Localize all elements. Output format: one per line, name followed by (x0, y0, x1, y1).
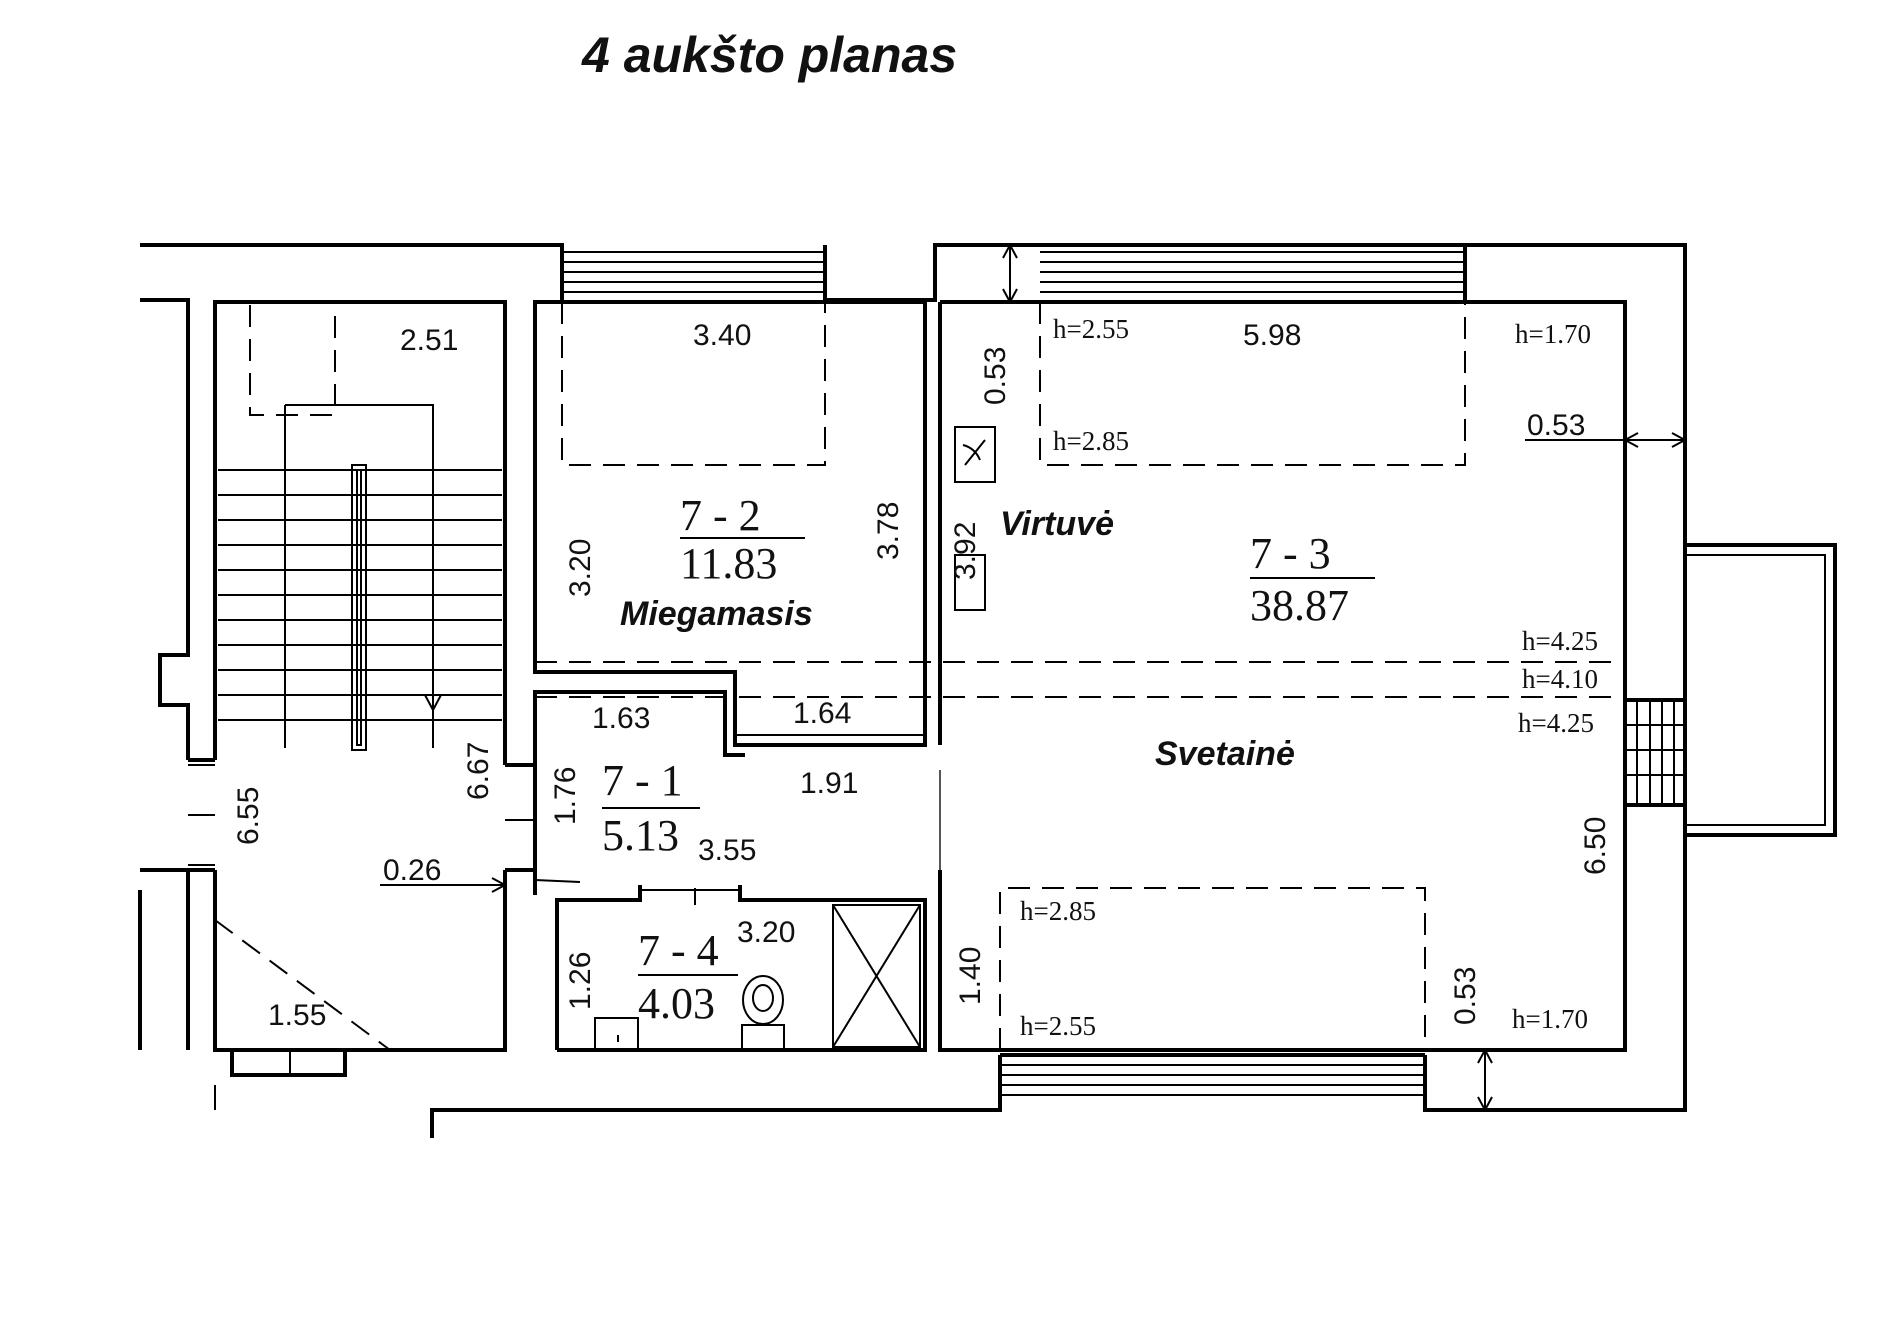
height-label: h=2.55 (1020, 1011, 1096, 1041)
dim-stair-right: 6.67 (462, 742, 495, 800)
dim-hall-left: 1.76 (549, 767, 582, 825)
height-label: h=4.25 (1518, 708, 1594, 738)
room-73-code: 7 - 3 (1250, 529, 1331, 578)
dim-hall-top-b: 1.64 (793, 697, 851, 730)
height-label: h=2.55 (1053, 314, 1129, 344)
height-label: h=2.85 (1020, 896, 1096, 926)
dim-bed-right: 3.78 (872, 502, 905, 560)
height-label: h=4.10 (1522, 664, 1598, 694)
plan-title: 4 aukšto planas (581, 27, 957, 83)
dim-bed-left: 3.20 (564, 539, 597, 597)
room-labels: 7 - 2 11.83 Miegamasis 7 - 3 38.87 Virtu… (602, 491, 1375, 1028)
bathroom (533, 880, 927, 1052)
dim-stair-top: 2.51 (400, 324, 458, 357)
dim-bath-top: 3.20 (737, 916, 795, 949)
window-living (1000, 1053, 1425, 1096)
dim-bath-left: 1.26 (564, 952, 597, 1010)
dim-kitchen-vert: 3.92 (949, 522, 982, 580)
window-bedroom (562, 251, 825, 293)
room-73-area: 38.87 (1250, 581, 1349, 630)
dim-stair-left: 6.55 (232, 787, 265, 845)
window-kitchen (1040, 251, 1465, 293)
dim-bed-top: 3.40 (693, 319, 751, 352)
dim-stair-bottom: 1.55 (268, 999, 326, 1032)
kitchen-living (380, 242, 1688, 1113)
height-label: h=1.70 (1515, 319, 1591, 349)
balcony (1625, 543, 1837, 837)
room-74-area: 4.03 (638, 979, 715, 1028)
room-living-name: Svetainė (1155, 735, 1295, 773)
dimensions: 2.51 3.40 3.78 3.20 0.53 3.92 5.98 0.53 … (232, 319, 1612, 1032)
hall (505, 690, 941, 883)
height-label: h=1.70 (1512, 1004, 1588, 1034)
dim-hall-top-a: 1.63 (592, 702, 650, 735)
dim-living-right: 6.50 (1579, 817, 1612, 875)
dim-wall-thick: 0.26 (383, 854, 441, 887)
room-72-area: 11.83 (680, 539, 777, 588)
height-label: h=4.25 (1522, 626, 1598, 656)
room-74-code: 7 - 4 (638, 926, 719, 975)
room-72-name: Miegamasis (620, 595, 813, 633)
room-71-area: 5.13 (602, 811, 679, 860)
dim-hall-bottom: 3.55 (698, 834, 756, 867)
outer-walls (138, 243, 1687, 1138)
height-label: h=2.85 (1053, 426, 1129, 456)
bedroom (533, 300, 927, 747)
dim-kitchen-top-left: 0.53 (979, 347, 1012, 405)
dim-right-wall: 0.53 (1527, 409, 1585, 442)
room-72-code: 7 - 2 (680, 491, 761, 540)
dim-hall-mid: 1.91 (800, 767, 858, 800)
room-71-code: 7 - 1 (602, 756, 683, 805)
dim-living-top: 5.98 (1243, 319, 1301, 352)
dim-living-bottom-left: 1.40 (954, 947, 987, 1005)
ceiling-heights: h=2.55 h=1.70 h=2.85 h=4.25 h=4.10 h=4.2… (1020, 314, 1598, 1041)
staircase (188, 300, 507, 1110)
room-kitchen-name: Virtuvė (1000, 505, 1114, 543)
dim-living-bottom-right: 0.53 (1449, 967, 1482, 1025)
